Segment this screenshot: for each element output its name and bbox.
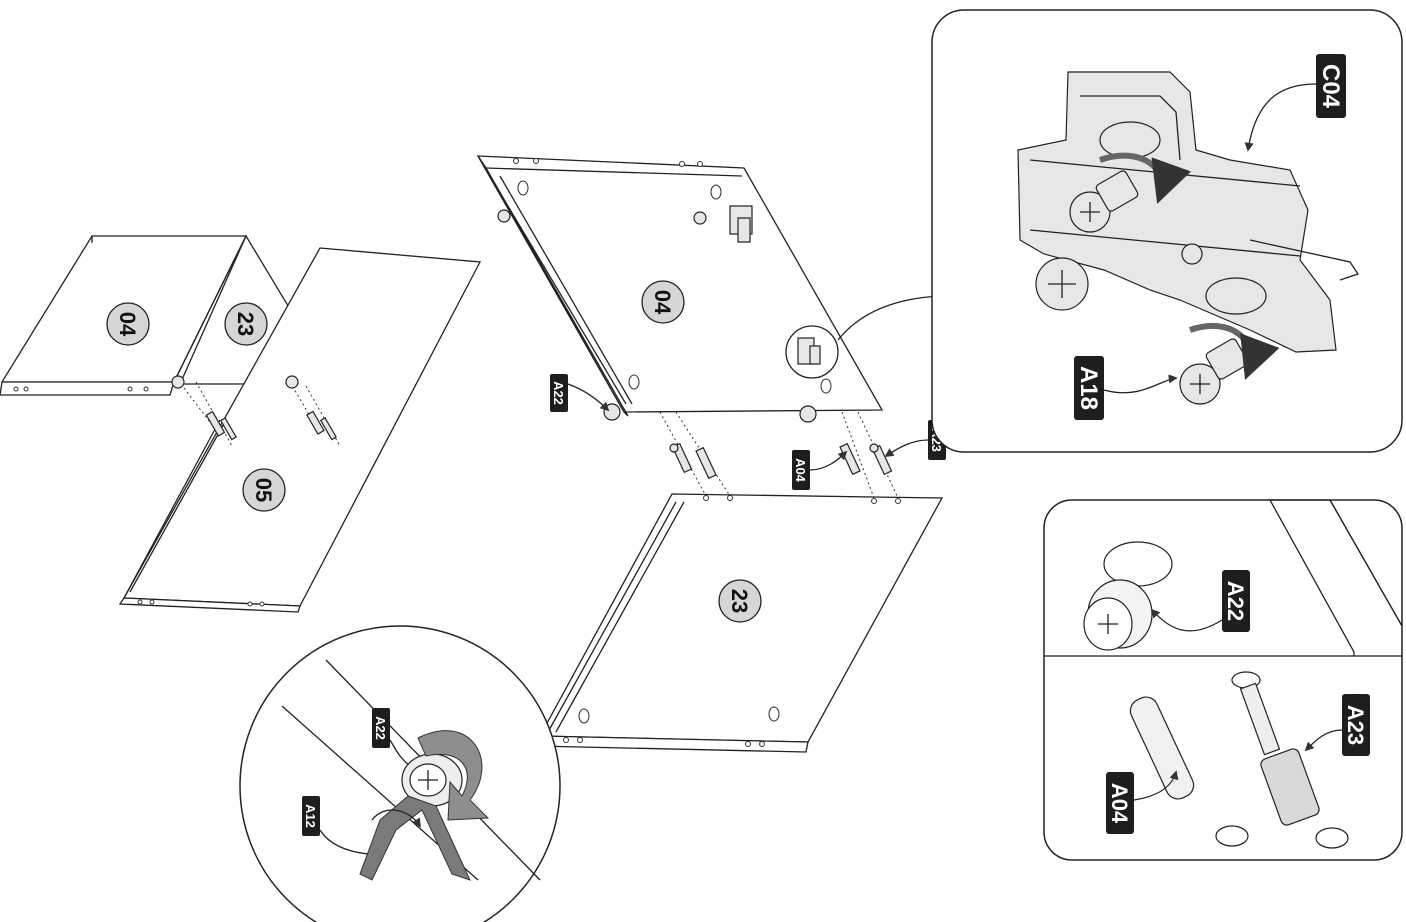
badge-left-05-text: 05: [251, 478, 276, 502]
badge-left-04: 04: [106, 302, 150, 346]
allen-key-detail: [239, 625, 561, 922]
badge-center-23: 23: [718, 579, 762, 623]
legend-board: [1269, 499, 1403, 656]
tag-circle-a22-text: A22: [373, 716, 388, 740]
badge-center-23-text: 23: [727, 589, 752, 613]
tag-legend-a22: A22: [1222, 570, 1250, 632]
left-assembly: [0, 234, 482, 613]
tag-center-a22-text: A22: [551, 381, 566, 405]
hardware-legend-panel: [1043, 499, 1403, 861]
tag-center-a04-text: A04: [793, 458, 808, 483]
tag-circle-a12-text: A12: [303, 804, 318, 828]
tag-circle-a12: A12: [302, 796, 320, 836]
legend-cam-bolt: [1231, 671, 1320, 826]
tag-legend-a23: A23: [1342, 694, 1370, 756]
center-assembly: [476, 155, 984, 753]
badge-left-04-text: 04: [115, 312, 140, 337]
tag-legend-a22-text: A22: [1223, 581, 1248, 621]
tag-hinge-a18-text: A18: [1075, 366, 1102, 410]
hinge-illustration: [1017, 71, 1360, 405]
tag-hinge-a18: A18: [1074, 356, 1104, 420]
tag-hinge-c04: C04: [1316, 54, 1346, 118]
tag-center-a22: A22: [550, 374, 568, 412]
badge-left-23: 23: [224, 302, 268, 346]
legend-cam-lock: [1083, 541, 1173, 651]
tag-hinge-c04-text: C04: [1317, 64, 1344, 109]
tag-legend-a04: A04: [1106, 772, 1134, 834]
badge-left-23-text: 23: [233, 312, 258, 336]
badge-center-04-text: 04: [650, 290, 675, 315]
tag-legend-a04-text: A04: [1107, 783, 1132, 824]
tag-legend-a23-text: A23: [1343, 705, 1368, 745]
tag-center-a04: A04: [792, 450, 810, 490]
badge-center-04: 04: [641, 280, 685, 324]
badge-left-05: 05: [242, 468, 286, 512]
tag-circle-a22: A22: [372, 708, 390, 748]
